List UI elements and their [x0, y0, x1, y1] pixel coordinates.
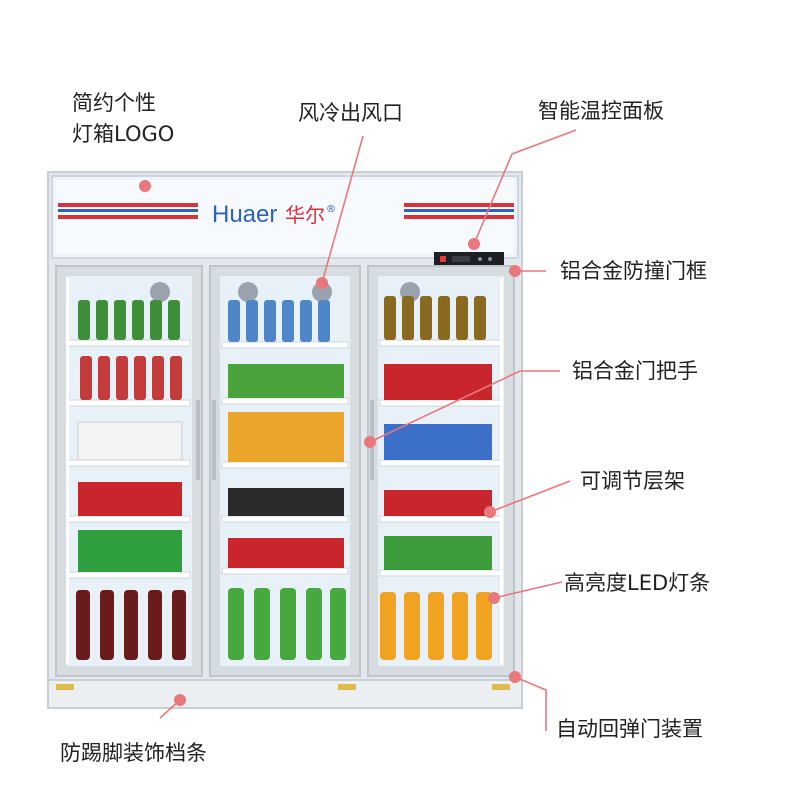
door-handle-middle [212, 400, 216, 480]
kick-plate [47, 679, 523, 709]
callout-label-lightbox: 简约个性 灯箱LOGO [72, 91, 175, 146]
brand-registered-mark: ® [326, 204, 336, 215]
shelves-middle [221, 341, 349, 575]
lightbox-stripes-right [404, 203, 514, 219]
lightbox-stripes-left [58, 203, 198, 219]
door-handle-right [370, 400, 374, 480]
callout-label-door-frame: 铝合金防撞门框 [560, 259, 707, 283]
brand-logo-cn: 华尔 [285, 203, 325, 227]
led-strip-right [500, 278, 503, 664]
callout-label-shelves: 可调节层架 [580, 469, 685, 493]
door-handle-left [196, 400, 200, 480]
callout-label-led-strip: 高亮度LED灯条 [564, 571, 711, 595]
bottles-middle [228, 300, 346, 660]
callout-label-door-closer: 自动回弹门装置 [556, 717, 703, 741]
callout-label-door-handle: 铝合金门把手 [572, 359, 698, 383]
led-strip-left [66, 278, 69, 664]
bottles-left [76, 300, 186, 660]
brand-logo-latin: Huaer [212, 201, 277, 228]
callout-label-kick-plate: 防踢脚装饰档条 [60, 741, 207, 765]
air-outlet-fan [238, 282, 258, 302]
callout-label-temp-panel: 智能温控面板 [538, 99, 664, 123]
callout-label-air-outlet: 风冷出风口 [298, 101, 403, 125]
